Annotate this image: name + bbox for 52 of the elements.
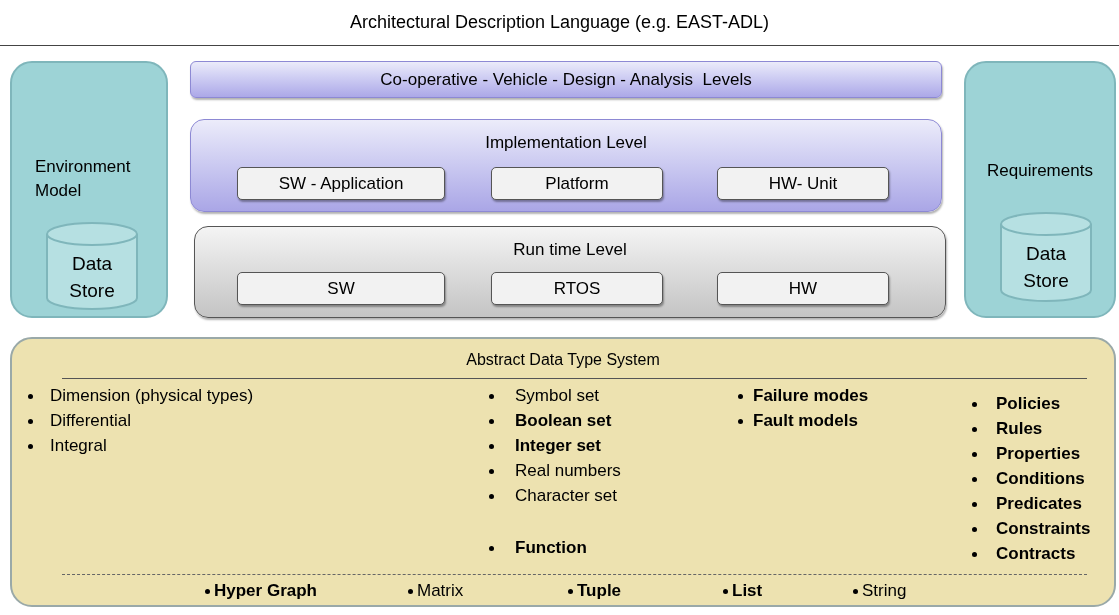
node-label: RTOS [553, 278, 601, 299]
list-item: Contracts [996, 544, 1076, 564]
list-item: Predicates [996, 494, 1082, 514]
list-item: List [732, 581, 763, 601]
data-store-cylinder [46, 222, 138, 310]
list-item: Integral [50, 436, 107, 456]
node-label: Implementation Level [484, 133, 648, 153]
node-label: HW [788, 278, 818, 299]
component-box [491, 272, 663, 305]
node-label: Data Store [68, 252, 116, 303]
node-label: Platform [545, 173, 609, 194]
panel-heading: Abstract Data Type System [465, 351, 661, 369]
list-item: Tuple [577, 581, 622, 601]
list-item: Conditions [996, 469, 1085, 489]
list-item: String [862, 581, 907, 601]
list-item: Policies [996, 394, 1061, 414]
node-label: Requirements [986, 160, 1094, 182]
list-item: Dimension (physical types) [50, 386, 254, 406]
level-band [190, 61, 942, 98]
diagram-title: Architectural Description Language (e.g. EAST-ADL) [348, 11, 771, 33]
data-store-cylinder [1000, 212, 1092, 302]
list-item: Hyper Graph [214, 581, 317, 601]
list-item: Integer set [515, 436, 601, 456]
node-label: Data Store [1022, 242, 1070, 293]
node-label: HW- Unit [768, 173, 838, 194]
list-item: Fault models [753, 411, 858, 431]
list-item: Character set [515, 486, 618, 506]
list-item: Constraints [996, 519, 1091, 539]
list-item: Function [515, 538, 587, 558]
level-panel [190, 119, 942, 212]
model-panel [10, 61, 168, 318]
node-label: SW [327, 278, 355, 299]
list-item: Differential [50, 411, 131, 431]
model-panel [964, 61, 1116, 318]
type-system-panel [10, 337, 1116, 607]
node-label: SW - Application [278, 173, 404, 194]
list-item: Symbol set [515, 386, 600, 406]
level-panel [194, 226, 946, 318]
node-label: Environment Model [35, 156, 132, 202]
component-box [717, 167, 889, 200]
list-item: Properties [996, 444, 1081, 464]
list-item: Rules [996, 419, 1043, 439]
list-item: Boolean set [515, 411, 612, 431]
list-item: Matrix [417, 581, 464, 601]
list-item: Failure modes [753, 386, 869, 406]
component-box [237, 272, 445, 305]
component-box [717, 272, 889, 305]
component-box [237, 167, 445, 200]
node-label: Co-operative - Vehicle - Design - Analysis Levels [379, 70, 753, 90]
list-item: Real numbers [515, 461, 621, 481]
node-label: Run time Level [512, 240, 628, 260]
component-box [491, 167, 663, 200]
